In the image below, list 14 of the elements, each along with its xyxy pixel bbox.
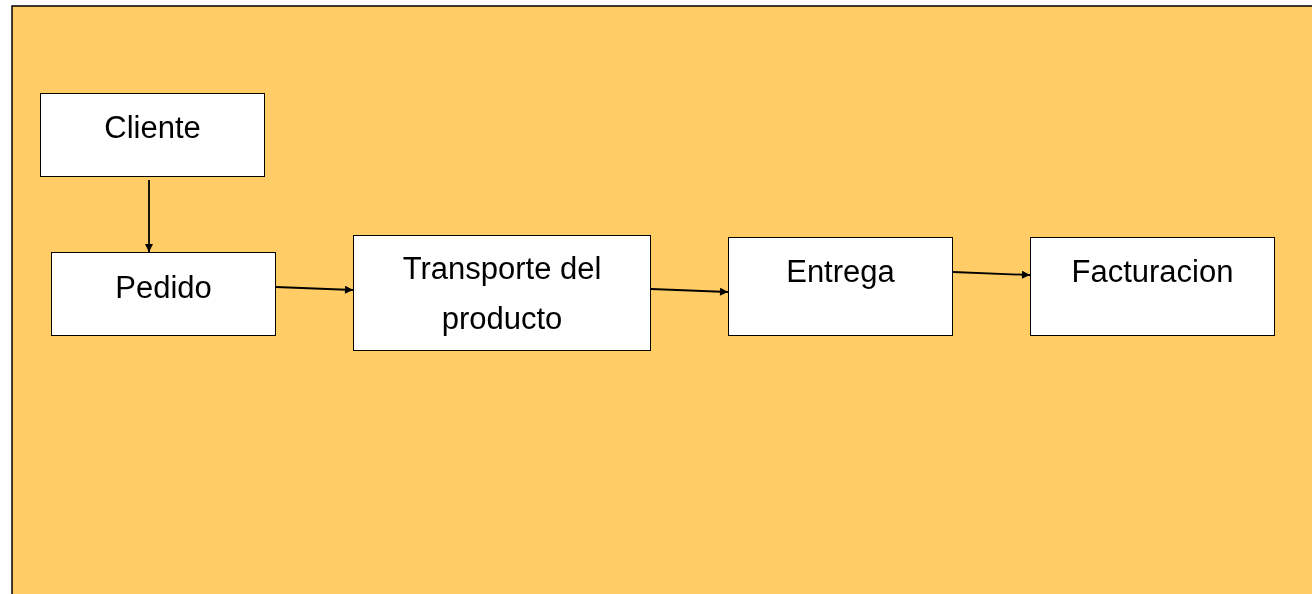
box-label: Pedido [114,269,213,307]
box-label: Cliente [103,109,202,147]
arrow [145,179,153,253]
box-label: Transporte del producto [401,250,603,338]
arrow [650,287,729,296]
process-box [353,235,651,351]
arrow [952,270,1031,279]
box-label: Facturacion [1070,253,1235,291]
box-label: Entrega [785,253,896,291]
arrow [275,285,354,294]
process-box [1030,237,1275,336]
process-box [728,237,953,336]
process-box [40,93,265,177]
process-box [51,252,276,336]
